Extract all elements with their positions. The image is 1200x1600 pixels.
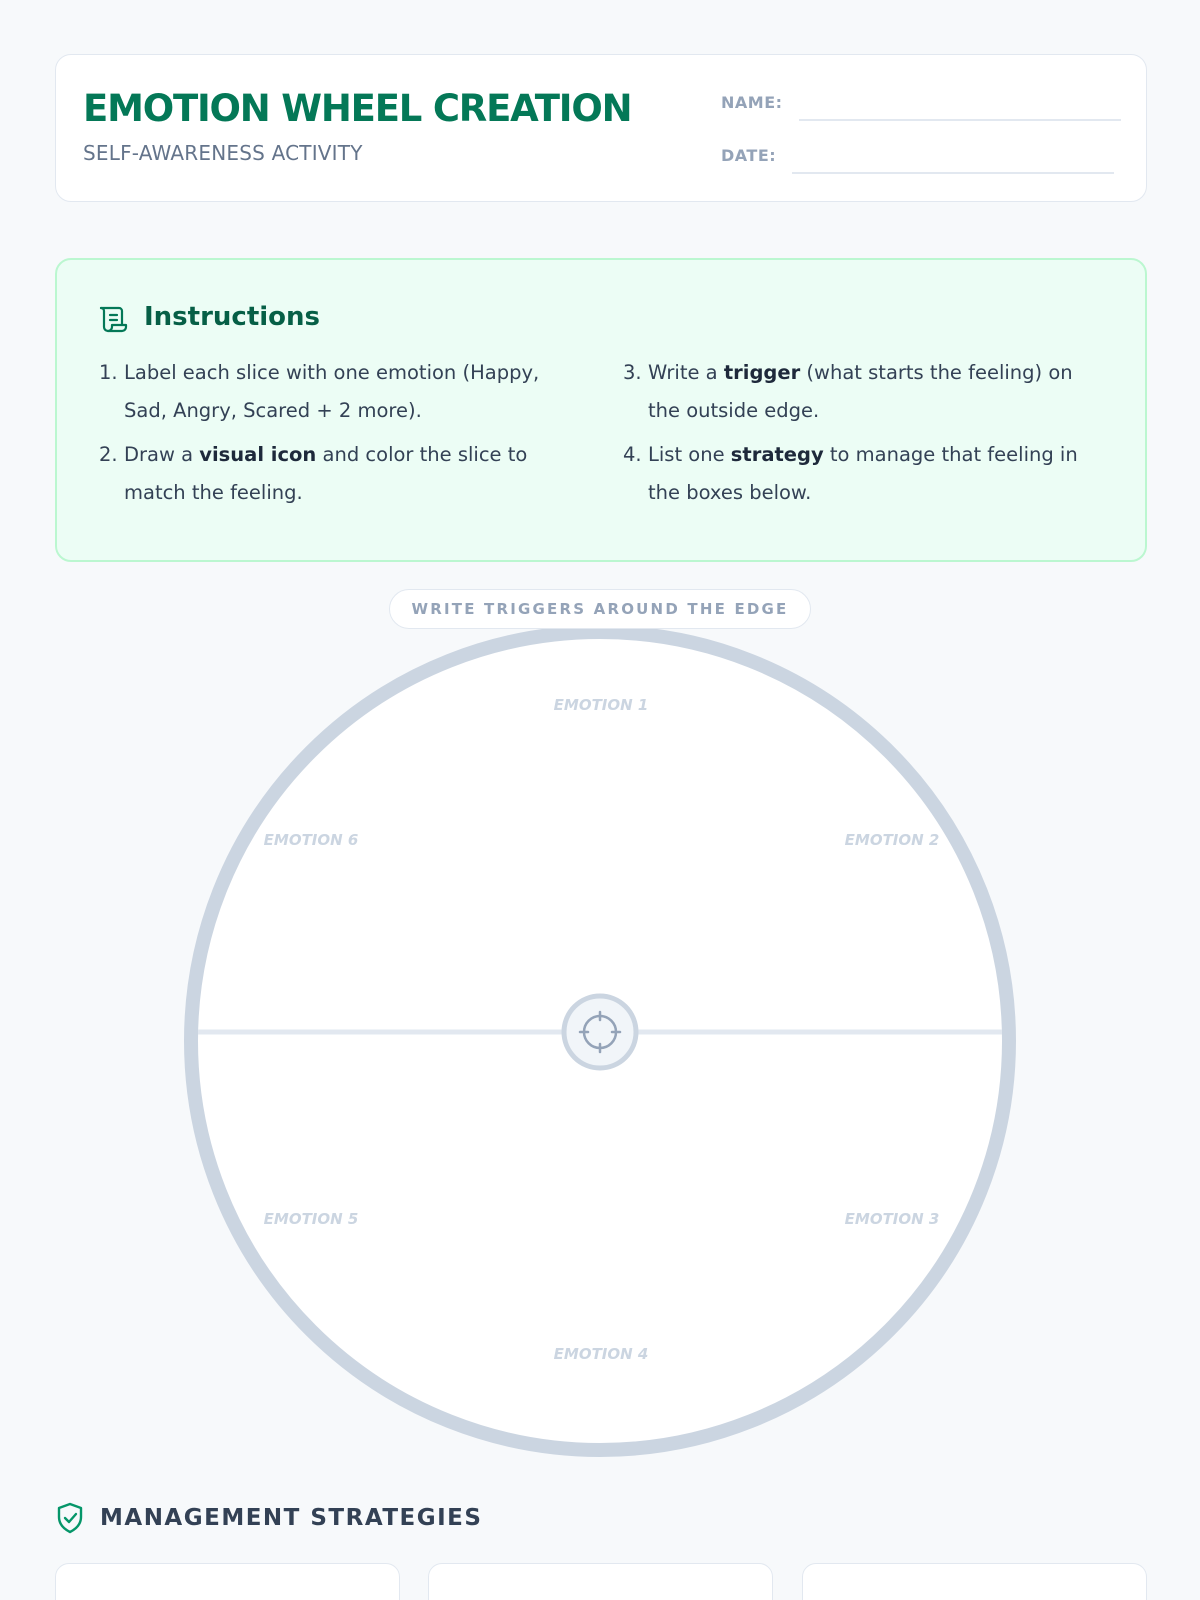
- instructions-panel: Instructions 1. Label each slice with on…: [55, 258, 1147, 562]
- instruction-step-1: 1. Label each slice with one emotion (Ha…: [99, 361, 540, 422]
- instruction-step-2: 2. Draw a visual icon and color the slic…: [99, 443, 528, 504]
- header-card: EMOTION WHEEL CREATION SELF-AWARENESS AC…: [55, 54, 1147, 202]
- instruction-step-4: 4. List one strategy to manage that feel…: [623, 443, 1078, 504]
- crosshair-icon: [578, 1010, 622, 1054]
- emotion-slice-label-5: EMOTION 5: [263, 1210, 359, 1228]
- page-subtitle: SELF-AWARENESS ACTIVITY: [83, 141, 363, 165]
- strategies-title: MANAGEMENT STRATEGIES: [100, 1505, 483, 1531]
- emotion-slice-label-1: EMOTION 1: [553, 696, 649, 714]
- wheel-hub: [561, 993, 639, 1071]
- instructions-title: Instructions: [144, 302, 321, 332]
- strategy-box-3[interactable]: [802, 1563, 1147, 1600]
- name-label: NAME:: [721, 93, 783, 112]
- scroll-icon: [99, 306, 128, 333]
- name-field[interactable]: [799, 119, 1121, 121]
- page-title: EMOTION WHEEL CREATION: [83, 87, 633, 130]
- date-label: DATE:: [721, 146, 777, 165]
- strategy-box-2[interactable]: [428, 1563, 773, 1600]
- emotion-slice-label-3: EMOTION 3: [844, 1210, 940, 1228]
- emotion-slice-label-6: EMOTION 6: [263, 831, 359, 849]
- instruction-step-3: 3. Write a trigger (what starts the feel…: [623, 361, 1073, 422]
- strategy-box-1[interactable]: [55, 1563, 400, 1600]
- emotion-wheel[interactable]: EMOTION 1 EMOTION 2 EMOTION 3 EMOTION 4 …: [184, 625, 1016, 1457]
- emotion-slice-label-4: EMOTION 4: [553, 1345, 649, 1363]
- shield-check-icon: [57, 1502, 83, 1534]
- emotion-slice-label-2: EMOTION 2: [844, 831, 940, 849]
- edge-instruction-pill: WRITE TRIGGERS AROUND THE EDGE: [389, 589, 811, 629]
- date-field[interactable]: [792, 172, 1114, 174]
